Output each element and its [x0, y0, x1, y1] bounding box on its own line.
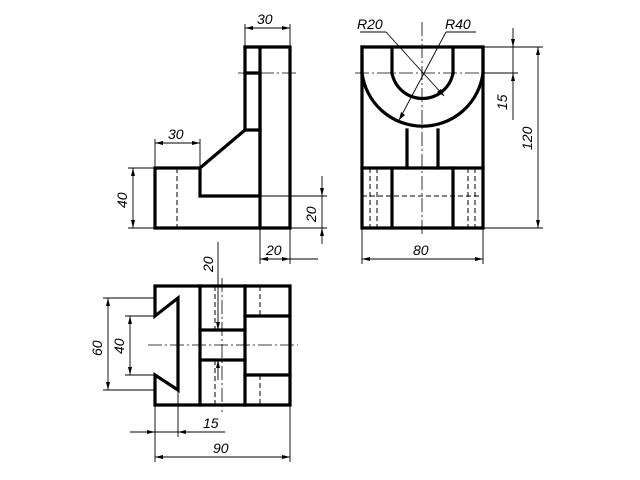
arrow-head — [536, 47, 540, 55]
dim-top-notch: 15 — [203, 415, 219, 431]
arrow-head — [511, 73, 515, 81]
arrow-head — [282, 455, 290, 459]
arrow-head — [399, 112, 405, 120]
dim-front-right-height: 20 — [303, 206, 319, 223]
side-view-outer-arc — [360, 71, 485, 128]
arrow-head — [155, 141, 163, 145]
arrow-head — [475, 257, 483, 261]
dim-front-step-width: 30 — [168, 126, 184, 142]
arrow-head — [245, 26, 253, 30]
arrow-head — [106, 382, 110, 390]
arrow-head — [131, 168, 135, 176]
arrow-head — [178, 430, 186, 434]
arrow-head — [282, 257, 290, 261]
dim-top-inner-height: 40 — [111, 338, 127, 354]
front-view-incline-edge — [197, 128, 262, 171]
top-view-outline — [153, 284, 292, 407]
dim-top-offset: 20 — [200, 256, 216, 273]
leader-line — [385, 31, 445, 97]
arrow-head — [192, 141, 200, 145]
dim-side-slot-depth: 15 — [494, 94, 510, 110]
top-view: 20 60 40 15 90 — [89, 242, 298, 462]
front-view: 30 30 40 20 20 — [114, 11, 327, 264]
arrow-head — [216, 360, 220, 368]
dim-side-height: 120 — [519, 126, 535, 150]
dim-side-outer-radius: R40 — [445, 16, 471, 32]
arrow-head — [106, 298, 110, 306]
arrow-head — [131, 220, 135, 228]
dim-front-bottom-offset: 20 — [265, 242, 282, 258]
arrow-head — [511, 39, 515, 47]
arrow-head — [536, 220, 540, 228]
arrow-head — [155, 455, 163, 459]
dim-front-base-height: 40 — [114, 192, 130, 208]
arrow-head — [216, 322, 220, 330]
dim-top-width: 90 — [213, 440, 229, 456]
arrow-head — [320, 228, 324, 236]
arrow-head — [128, 367, 132, 375]
side-view-outline — [360, 45, 485, 230]
dim-side-width: 80 — [413, 242, 429, 258]
dim-top-outer-height: 60 — [89, 340, 105, 356]
arrow-head — [128, 316, 132, 324]
dim-front-top-width: 30 — [257, 11, 273, 27]
arrow-head — [260, 257, 268, 261]
arrow-head — [282, 26, 290, 30]
arrow-head — [362, 257, 370, 261]
arrow-head — [147, 430, 155, 434]
arrow-head — [320, 188, 324, 196]
arrow-head — [437, 89, 444, 96]
dim-side-inner-radius: R20 — [357, 16, 383, 32]
side-view-inner-arc — [390, 71, 455, 100]
side-view: R20 R40 80 120 15 — [355, 16, 543, 264]
leader-line — [398, 31, 447, 121]
